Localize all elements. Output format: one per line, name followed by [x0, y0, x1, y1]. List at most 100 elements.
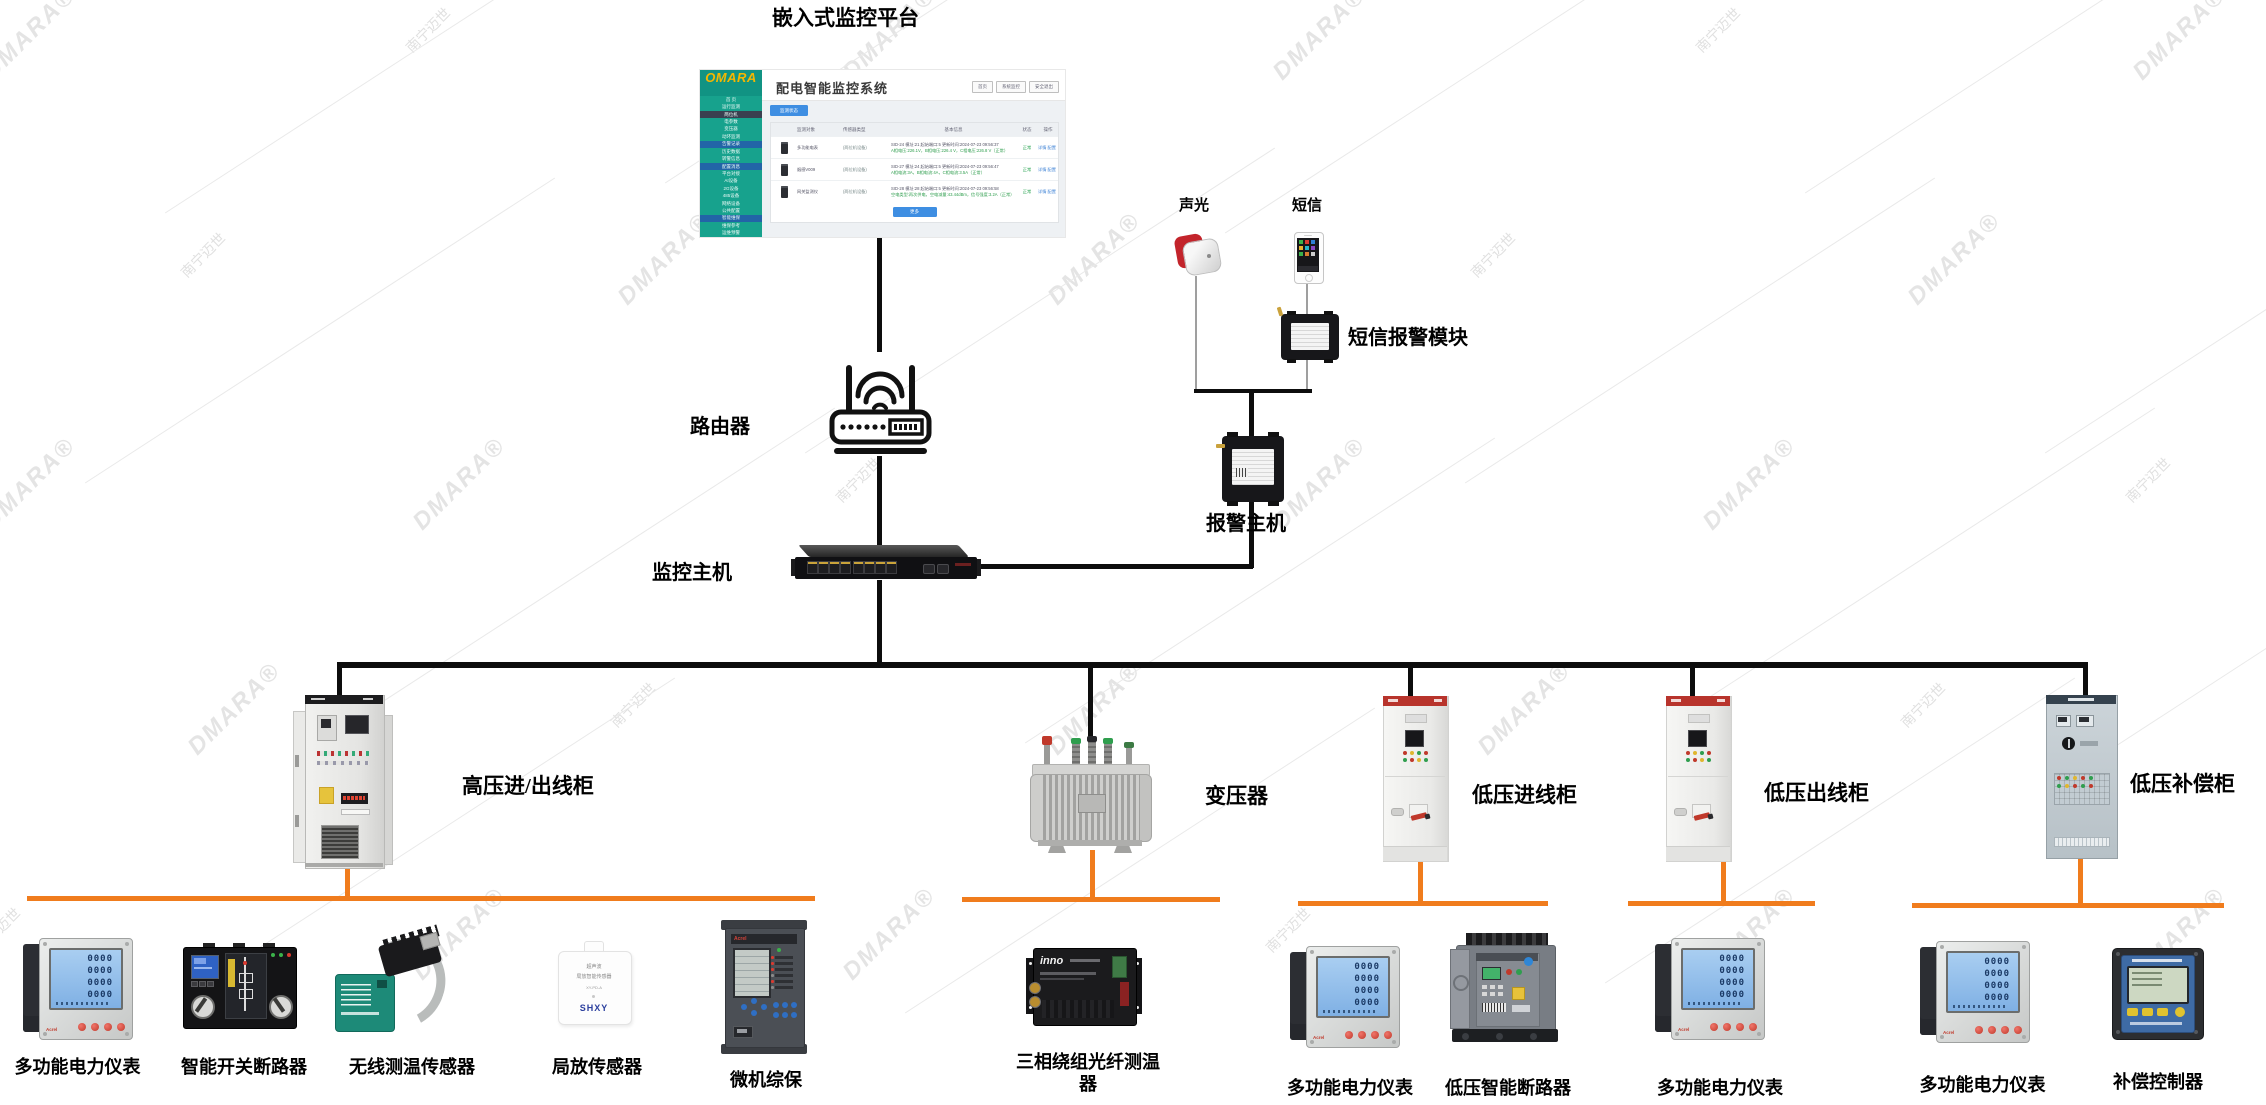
platform-menu-item: 配置消息 — [700, 162, 762, 171]
row-status: 正常 — [1022, 166, 1032, 172]
platform-column-header: 传感器类型 — [843, 126, 866, 132]
platform-header-buttons: 首页系统监控安全退出 — [972, 81, 1059, 93]
row-info-line1: SID-24 模址:21 起始端口:5 更新时间:2024-07-23 09:5… — [891, 141, 999, 147]
watermark-brand: DMARA® — [1267, 0, 1371, 86]
lead-module-branch — [1306, 359, 1308, 390]
platform-sidebar: OMARA 首 页运行监测两位机电参数变压器动环监测告警记录历史数据转警信息配置… — [700, 70, 762, 237]
sms-module-device — [1276, 306, 1339, 363]
alarm-host-device — [1216, 432, 1284, 506]
device-label-fiber-temp: 三相绕组光纤测温器 — [1016, 1052, 1160, 1094]
platform-main: 配电智能监控系统 首页系统监控安全退出 监测状态 监测对象传感器类型基本信息状态… — [762, 70, 1065, 237]
platform-table: 监测对象传感器类型基本信息状态操作 多功能电表(两位机设备)SID-24 模址:… — [770, 122, 1059, 223]
meter-lcd: 0000 0000 0000 0000 — [49, 948, 123, 1010]
monitor-host-label: 监控主机 — [652, 562, 732, 584]
alarm-host-label: 报警主机 — [1206, 513, 1286, 535]
watermark-company: 南宁迈世 — [177, 229, 229, 281]
platform-toolbar-button: 监测状态 — [770, 105, 808, 116]
sound-light-siren-icon — [1173, 232, 1223, 278]
row-operations: 详情 配置 — [1038, 144, 1056, 150]
field-bus-lv-out — [1628, 901, 1815, 906]
device-label-comp-controller: 补偿控制器 — [2113, 1072, 2203, 1092]
stub-hv — [345, 860, 350, 898]
platform-menu-item: AI设备 — [724, 178, 738, 184]
platform-menu-item: 告警记录 — [700, 140, 762, 148]
platform-logo: OMARA — [700, 70, 762, 96]
watermark-company: 南宁迈世 — [2122, 454, 2174, 506]
row-info-cell: SID-24 模址:21 起始端口:5 更新时间:2024-07-23 09:5… — [891, 142, 1016, 154]
device-thumb-icon — [780, 141, 788, 154]
device-thumb-cell — [771, 141, 797, 154]
platform-menu-item: 485设备 — [722, 193, 740, 199]
smart-switch-controller-device — [183, 943, 297, 1029]
platform-header-button: 安全退出 — [1029, 81, 1059, 93]
transformer-label: 变压器 — [1205, 784, 1268, 808]
meter-brand-text: Acrel — [46, 1027, 58, 1032]
lv-outgoing-cabinet-image — [1666, 696, 1732, 862]
watermark-company: 南宁迈世 — [0, 904, 24, 956]
drop-lv-out — [1690, 666, 1695, 700]
watermark-brand: DMARA® — [1697, 432, 1801, 536]
row-device-type: (两位机设备) — [843, 144, 867, 150]
row-info-line2: 空电类型:再次供电，空电减量:43.44dBm，信号强度:3.2A（正常） — [891, 191, 1015, 197]
platform-more-button: 更多 — [892, 207, 937, 217]
field-bus-hv — [27, 896, 815, 901]
device-label-meter-4: 多功能电力仪表 — [1919, 1075, 2046, 1095]
watermark-line — [1464, 177, 1936, 484]
platform-title: 配电智能监控系统 — [776, 81, 889, 96]
row-info-line2: A相电流:3A，B相电流:4A，C相电流:3.5A（正常） — [891, 169, 985, 175]
device-thumb-icon — [780, 163, 788, 176]
device-label-meter-3: 多功能电力仪表 — [1657, 1078, 1783, 1098]
platform-header: 配电智能监控系统 首页系统监控安全退出 — [762, 70, 1065, 101]
platform-menu-item: 运维预警 — [722, 230, 740, 236]
stub-transformer — [1090, 850, 1095, 900]
router-label: 路由器 — [690, 416, 750, 438]
row-device-type: (两位机设备) — [843, 166, 867, 172]
field-bus-lv-in — [1298, 901, 1548, 906]
row-operations: 详情 配置 — [1038, 188, 1056, 194]
device-thumb-cell — [771, 163, 797, 176]
row-device-name: 多功能电表 — [797, 144, 818, 150]
row-device-type: (两位机设备) — [843, 188, 867, 194]
pd-sensor-text-line1: 超声波 — [586, 964, 602, 970]
sms-module-label: 短信报警模块 — [1348, 327, 1468, 349]
platform-header-button: 首页 — [972, 81, 993, 93]
monitor-host-device — [791, 545, 981, 585]
watermark-line — [2044, 147, 2266, 454]
row-operations: 详情 配置 — [1038, 166, 1056, 172]
watermark-brand: DMARA® — [182, 657, 286, 761]
platform-column-header: 基本信息 — [944, 126, 963, 132]
device-thumb-icon — [780, 185, 788, 198]
row-info-line1: SID-27 模址:24 起始端口:5 更新时间:2024-07-23 09:5… — [891, 163, 999, 169]
lv-comp-label: 低压补偿柜 — [2130, 772, 2235, 796]
pd-sensor-brand: SHXY — [579, 1003, 609, 1013]
connector-host-bus — [877, 580, 882, 664]
device-label-wireless-temp: 无线测温传感器 — [349, 1057, 475, 1077]
device-label-lv-breaker: 低压智能断路器 — [1445, 1078, 1571, 1098]
row-info-cell: SID-27 模址:24 起始端口:5 更新时间:2024-07-23 09:5… — [891, 164, 1016, 176]
sound-light-label: 声光 — [1179, 198, 1210, 214]
lv-incoming-label: 低压进线柜 — [1472, 783, 1577, 807]
row-info-cell: SID-28 模址:28 起始端口:5 更新时间:2024-07-23 09:5… — [891, 186, 1016, 198]
platform-menu-item: 智能维保 — [700, 214, 762, 223]
connector-alarm-branch — [1194, 389, 1312, 393]
protection-relay-device: Acrel — [721, 920, 807, 1054]
platform-menu-item: 2G设备 — [723, 185, 739, 191]
drop-hv-cabinet — [337, 662, 342, 700]
watermark-brand: DMARA® — [837, 882, 941, 986]
device-label-switch-controller: 智能开关断路器 — [181, 1057, 307, 1077]
meter-brand-text: Acrel — [1678, 1027, 1690, 1032]
platform-menu-item: 维保参考 — [722, 222, 740, 228]
row-info-line2: A相电压:226.1V，B相电压:226.4 V，C相电压:226.8 V（正常… — [891, 147, 1009, 153]
row-status: 正常 — [1022, 144, 1032, 150]
meter-lcd: 0000 0000 0000 0000 — [1946, 951, 2020, 1013]
meter-lcd: 0000 0000 0000 0000 — [1681, 948, 1755, 1010]
lv-outgoing-label: 低压出线柜 — [1764, 781, 1869, 805]
platform-table-row: 多功能电表 (两位机设备) SID-24 模址:21 起始端口:5 更新时间:202… — [771, 136, 1058, 158]
platform-table-row: 网关监测仪(两位机设备)SID-28 模址:28 起始端口:5 更新时间:202… — [771, 180, 1058, 202]
platform-menu-item: 转警信息 — [722, 156, 740, 162]
device-thumb-cell — [771, 185, 797, 198]
